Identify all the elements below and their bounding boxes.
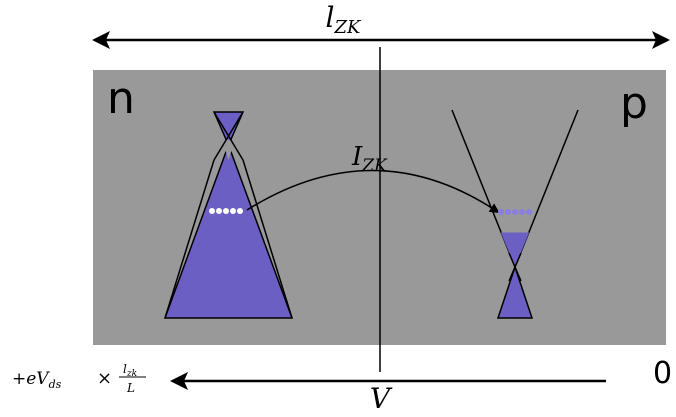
n-region-label: n [107, 73, 135, 124]
n-electron-dots [209, 208, 243, 214]
p-electron-dots [498, 209, 532, 215]
zero-label: 0 [653, 356, 672, 391]
svg-text:+eVds: +eVds [12, 369, 62, 391]
lzk-double-arrow [92, 31, 670, 49]
lzk-label: lZK [326, 1, 362, 38]
bias-formula: +eVds × lzk L [12, 362, 146, 395]
svg-text:lzk: lzk [123, 362, 137, 379]
voltage-label: V [370, 382, 393, 415]
svg-text:L: L [126, 381, 135, 395]
svg-text:×: × [97, 368, 112, 389]
p-region-label: p [620, 78, 648, 129]
